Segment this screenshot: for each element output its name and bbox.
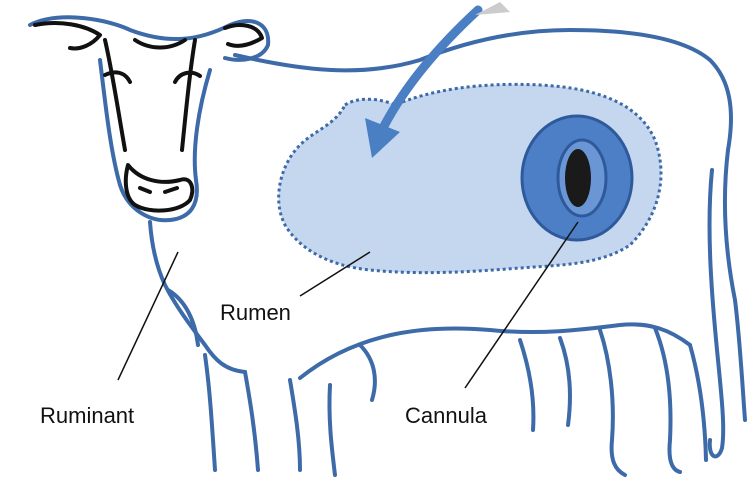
ruminant-leader-line — [118, 252, 178, 380]
cow-face-lines — [35, 23, 262, 211]
rumen-label: Rumen — [220, 302, 291, 324]
cannula-port — [522, 116, 632, 240]
ruminant-label: Ruminant — [40, 405, 134, 427]
cannula-label: Cannula — [405, 405, 487, 427]
